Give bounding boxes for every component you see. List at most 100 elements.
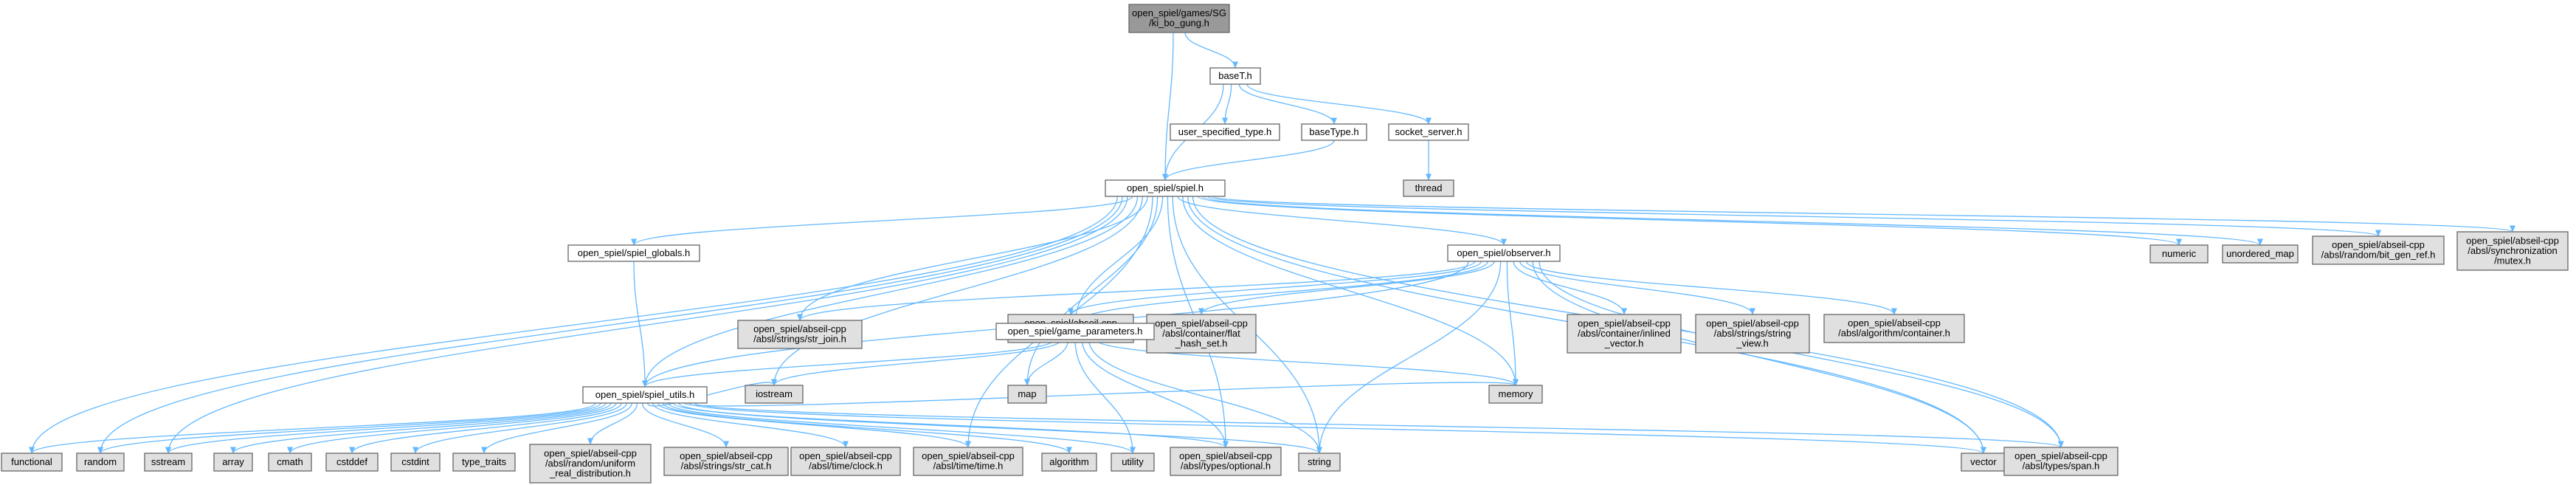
node-box: [1105, 179, 1226, 197]
edge-utils-to-typetraits: [481, 402, 632, 454]
node-cmath[interactable]: cmath: [268, 453, 312, 472]
node-functional[interactable]: functional: [1, 453, 63, 472]
edge: [1024, 196, 1158, 386]
node-flathash[interactable]: open_spiel/abseil-cpp/absl/container/fla…: [1146, 314, 1257, 354]
edge-spiel-to-bitgen: [1207, 196, 2381, 237]
node-globals[interactable]: open_spiel/spiel_globals.h: [567, 244, 700, 262]
node-label: open_spiel/abseil-cpp: [2332, 239, 2425, 250]
node-box: [1301, 123, 1367, 141]
edge: [165, 402, 607, 454]
node-box: [76, 453, 125, 472]
edge: [1177, 196, 1507, 246]
node-typetraits[interactable]: type_traits: [452, 453, 516, 472]
edge: [1212, 196, 2515, 233]
node-label: array: [222, 456, 244, 467]
node-box: [1567, 314, 1682, 354]
edge-utils-to-random: [97, 402, 601, 454]
node-box: [1041, 453, 1097, 472]
node-mutex[interactable]: open_spiel/abseil-cpp/absl/synchronizati…: [2456, 231, 2569, 271]
node-stringview[interactable]: open_spiel/abseil-cpp/absl/strings/strin…: [1695, 314, 1810, 354]
node-cstdint[interactable]: cstdint: [390, 453, 441, 472]
node-socket[interactable]: socket_server.h: [1388, 123, 1469, 141]
node-numeric[interactable]: numeric: [2149, 244, 2209, 264]
edge-observer-to-strjoin: [797, 261, 1476, 321]
node-random[interactable]: random: [76, 453, 125, 472]
node-box: [2003, 447, 2119, 476]
node-optional[interactable]: open_spiel/abseil-cpp/absl/types/optiona…: [1170, 447, 1282, 476]
edge-spiel-to-gameparams: [1072, 196, 1164, 324]
node-box: [1298, 453, 1341, 472]
edge: [631, 196, 1133, 246]
node-label: open_spiel/abseil-cpp: [753, 323, 846, 334]
edge: [663, 402, 1072, 454]
edge: [29, 402, 596, 454]
node-box: [144, 453, 193, 472]
node-bitgen[interactable]: open_spiel/abseil-cpp/absl/random/bit_ge…: [2312, 235, 2445, 265]
node-utils[interactable]: open_spiel/spiel_utils.h: [582, 386, 708, 404]
edge: [165, 196, 1128, 454]
edge: [771, 339, 1062, 386]
node-baseT[interactable]: baseT.h: [1209, 67, 1261, 85]
node-array[interactable]: array: [213, 453, 253, 472]
edge: [1081, 339, 1229, 448]
edge: [587, 402, 638, 445]
node-label: open_spiel/abseil-cpp: [799, 450, 892, 461]
edge-root-to-spiel: [1162, 32, 1174, 181]
node-umap[interactable]: unordered_map: [2222, 244, 2299, 264]
edge-observer-to-inlinedvec: [1513, 261, 1627, 315]
edge: [1072, 261, 1488, 324]
node-iostream[interactable]: iostream: [745, 385, 804, 404]
edge: [668, 402, 1136, 454]
node-cstddef[interactable]: cstddef: [325, 453, 379, 472]
edge: [1088, 339, 1322, 454]
node-utility[interactable]: utility: [1111, 453, 1155, 472]
node-label: open_spiel/spiel.h: [1127, 182, 1204, 193]
node-label: memory: [1499, 388, 1533, 399]
node-observer[interactable]: open_spiel/observer.h: [1447, 244, 1561, 262]
edge-spiel-to-memory: [1182, 196, 1519, 386]
node-baseType[interactable]: baseType.h: [1301, 123, 1367, 141]
edge: [1539, 261, 2064, 448]
node-label: _real_distribution.h: [549, 467, 631, 478]
node-box: [1823, 314, 1965, 343]
node-thread[interactable]: thread: [1403, 179, 1454, 197]
node-label: cstddef: [336, 456, 367, 467]
node-spiel[interactable]: open_spiel/spiel.h: [1105, 179, 1226, 197]
node-label: /absl/container/inlined: [1578, 328, 1671, 339]
node-algcontainer[interactable]: open_spiel/abseil-cpp/absl/algorithm/con…: [1823, 314, 1965, 343]
node-memory[interactable]: memory: [1488, 385, 1543, 404]
edge-baseT-to-baseType: [1238, 83, 1337, 125]
node-vector[interactable]: vector: [1961, 453, 2006, 472]
edge-gameparams-to-optional: [1081, 339, 1229, 448]
edge: [1525, 261, 1897, 315]
node-sstream[interactable]: sstream: [144, 453, 193, 472]
node-label: /absl/random/uniform: [545, 458, 635, 469]
node-strcat[interactable]: open_spiel/abseil-cpp/absl/strings/str_c…: [663, 447, 789, 476]
node-box: [663, 447, 789, 476]
node-clock[interactable]: open_spiel/abseil-cpp/absl/time/clock.h: [790, 447, 901, 476]
node-box: [1488, 385, 1543, 404]
node-string[interactable]: string: [1298, 453, 1341, 472]
node-uniformreal[interactable]: open_spiel/abseil-cpp/absl/random/unifor…: [529, 444, 652, 484]
edge-utils-to-algorithm: [663, 402, 1072, 454]
edge-spiel-to-mutex: [1212, 196, 2515, 233]
node-inlinedvec[interactable]: open_spiel/abseil-cpp/absl/container/inl…: [1567, 314, 1682, 354]
node-strjoin[interactable]: open_spiel/abseil-cpp/absl/strings/str_j…: [737, 320, 863, 349]
node-algorithm[interactable]: algorithm: [1041, 453, 1097, 472]
node-label: utility: [1122, 456, 1144, 467]
node-root[interactable]: open_spiel/games/SG/ki_bo_gung.h: [1128, 4, 1230, 33]
edge-utils-to-strcat: [641, 402, 729, 448]
edge: [1238, 83, 1337, 125]
node-box: [1170, 447, 1282, 476]
node-timeh[interactable]: open_spiel/abseil-cpp/absl/time/time.h: [913, 447, 1023, 476]
edge: [1532, 261, 1986, 454]
edge-gameparams-to-string: [1088, 339, 1322, 454]
edge-baseType-to-spiel: [1162, 140, 1335, 181]
node-userspec[interactable]: user_specified_type.h: [1170, 123, 1280, 141]
node-label: cmath: [277, 456, 303, 467]
node-span[interactable]: open_spiel/abseil-cpp/absl/types/span.h: [2003, 447, 2119, 476]
node-map[interactable]: map: [1007, 385, 1047, 404]
node-gameparams[interactable]: open_spiel/game_parameters.h: [995, 323, 1155, 340]
edge-utils-to-memory: [683, 379, 1519, 407]
edge: [633, 261, 648, 388]
